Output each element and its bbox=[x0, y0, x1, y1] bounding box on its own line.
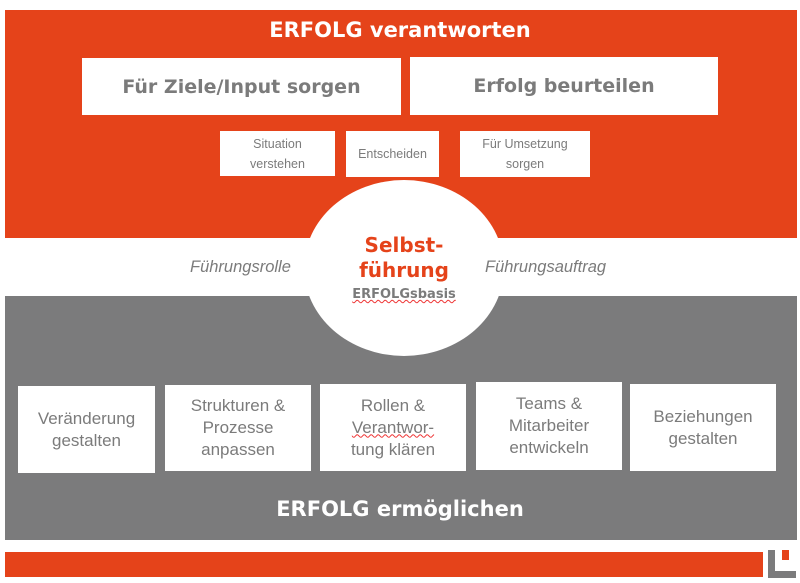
line: verstehen bbox=[250, 156, 305, 171]
line: Verantwor- bbox=[351, 417, 435, 437]
line: Prozesse bbox=[202, 418, 274, 437]
line: Strukturen & bbox=[190, 396, 286, 415]
line: Für Umsetzung bbox=[482, 137, 568, 151]
line: Beziehungen bbox=[653, 406, 753, 426]
line: tung klären bbox=[350, 439, 436, 459]
line: Selbst- bbox=[364, 233, 444, 257]
box-develop-teams: Teams & Mitarbeiter entwickeln bbox=[476, 382, 622, 470]
box-evaluate-success: Erfolg beurteilen bbox=[410, 57, 718, 115]
footer-bar bbox=[5, 552, 763, 577]
leadership-role-label: Führungsrolle bbox=[190, 258, 291, 276]
text: ERFOLGsbasis bbox=[352, 287, 456, 302]
box-understand-situation: Situation verstehen bbox=[220, 131, 335, 176]
line: Mitarbeiter bbox=[508, 416, 590, 435]
success-basis-label: ERFOLGsbasis bbox=[304, 287, 504, 302]
box-implementation: Für Umsetzung sorgen bbox=[460, 131, 590, 177]
logo-icon bbox=[768, 550, 796, 578]
self-leadership-label: Selbst- führung bbox=[304, 233, 504, 283]
line: gestalten bbox=[52, 430, 121, 450]
box-goals-input: Für Ziele/Input sorgen bbox=[82, 58, 401, 115]
line: Rollen & bbox=[360, 395, 426, 415]
line: sorgen bbox=[505, 157, 545, 171]
line: Veränderung bbox=[37, 408, 136, 428]
box-structures-processes: Strukturen & Prozesse anpassen bbox=[165, 385, 311, 471]
line: Teams & bbox=[515, 394, 583, 413]
box-decide: Entscheiden bbox=[346, 131, 439, 177]
top-title: ERFOLG verantworten bbox=[269, 18, 531, 42]
leadership-mandate-label: Führungsauftrag bbox=[485, 258, 607, 276]
box-roles-responsibility: Rollen &Verantwor-tung klären bbox=[320, 384, 466, 471]
line: entwickeln bbox=[509, 438, 589, 457]
bottom-title: ERFOLG ermöglichen bbox=[276, 497, 524, 521]
line: führung bbox=[359, 258, 449, 282]
line: anpassen bbox=[201, 440, 275, 459]
center-circle bbox=[304, 180, 504, 356]
line: Situation bbox=[253, 136, 302, 151]
line: gestalten bbox=[668, 428, 738, 448]
